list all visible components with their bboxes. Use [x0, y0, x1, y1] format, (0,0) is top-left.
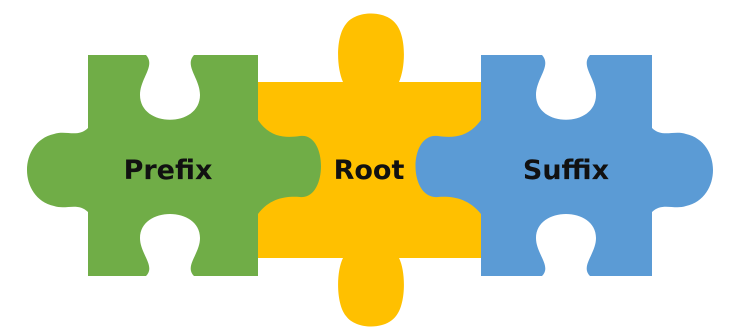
- suffix-label: Suffix: [523, 155, 609, 186]
- prefix-puzzle-piece: [27, 55, 321, 276]
- prefix-label: Prefix: [124, 155, 213, 186]
- root-puzzle-piece: [258, 13, 481, 327]
- suffix-puzzle-piece: [415, 55, 713, 276]
- root-label: Root: [334, 155, 405, 186]
